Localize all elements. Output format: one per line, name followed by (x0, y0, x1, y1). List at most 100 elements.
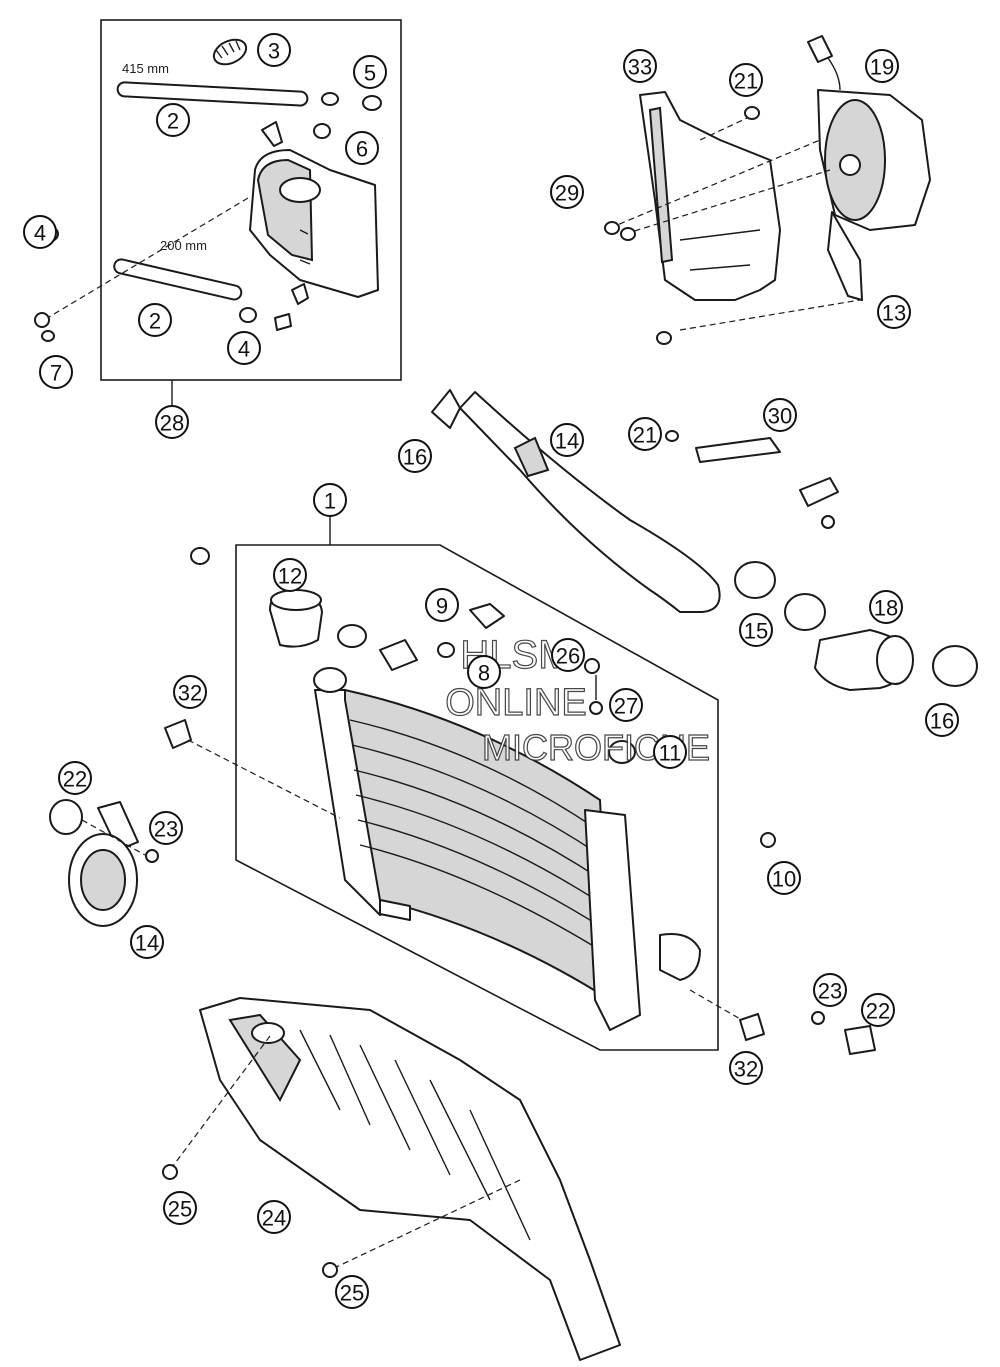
mount-32-left (164, 719, 192, 749)
callout-4: 4 (23, 215, 57, 249)
callout-circle (155, 405, 189, 439)
callout-number: 22 (866, 999, 890, 1024)
callout-9: 9 (425, 588, 459, 622)
callout-number: 32 (178, 681, 202, 706)
callout-number: 21 (734, 69, 758, 94)
callout-4: 4 (227, 331, 261, 365)
radiator (313, 639, 701, 1031)
hose-elbow-18 (814, 629, 914, 691)
callout-circle (763, 398, 797, 432)
radiator-cap-12 (269, 589, 323, 648)
callout-circle (813, 973, 847, 1007)
callout-24: 24 (257, 1200, 291, 1234)
callout-number: 2 (167, 109, 179, 134)
tank-bolt-leader (43, 197, 249, 321)
callout-8: 8 (467, 655, 501, 689)
callout-circle (227, 331, 261, 365)
callout-number: 19 (870, 55, 894, 80)
callout-number: 32 (734, 1057, 758, 1082)
callout-32: 32 (173, 675, 207, 709)
guard-leader-2 (329, 1179, 521, 1271)
callout-number: 26 (556, 644, 580, 669)
callout-circle (345, 131, 379, 165)
guard-leader-1 (169, 1035, 271, 1171)
callout-circle (623, 49, 657, 83)
dimension-200: 200 mm (160, 238, 207, 253)
callout-number: 12 (278, 564, 302, 589)
callout-number: 4 (34, 221, 46, 246)
callout-32: 32 (729, 1051, 763, 1085)
callout-12: 12 (273, 558, 307, 592)
callout-15: 15 (739, 613, 773, 647)
callout-circle (39, 355, 73, 389)
radiator-fittings (190, 547, 636, 764)
radiator-frame (235, 544, 719, 1051)
callout-circle (313, 483, 347, 517)
callout-number: 15 (744, 619, 768, 644)
callout-circle (467, 655, 501, 689)
callout-number: 3 (268, 39, 280, 64)
horn-assembly (49, 799, 159, 927)
mount-32-right (739, 1013, 765, 1041)
callout-number: 23 (818, 979, 842, 1004)
callout-2: 2 (138, 303, 172, 337)
callout-number: 2 (149, 309, 161, 334)
fan-leader-2 (609, 139, 821, 229)
callout-30: 30 (763, 398, 797, 432)
nut-23-right (811, 1011, 825, 1025)
callout-circle (729, 63, 763, 97)
callout-number: 6 (356, 137, 368, 162)
fan-screws (604, 106, 760, 345)
callout-circle (425, 588, 459, 622)
callout-circle (273, 558, 307, 592)
callout-number: 14 (555, 429, 579, 454)
callout-circle (653, 735, 687, 769)
mount-32-right-leader (689, 989, 743, 1021)
expansion-tank-frame (100, 19, 402, 381)
callout-circle (925, 703, 959, 737)
hose-200mm: 200 mm (113, 238, 243, 301)
callout-circle (58, 761, 92, 795)
callout-circle (550, 175, 584, 209)
callout-3: 3 (257, 33, 291, 67)
callout-circle (739, 613, 773, 647)
callout-18: 18 (869, 590, 903, 624)
callout-number: 33 (628, 55, 652, 80)
callout-circle (628, 417, 662, 451)
fan-leader-4 (679, 299, 861, 331)
callout-16: 16 (398, 439, 432, 473)
callout-25: 25 (163, 1191, 197, 1225)
callout-number: 13 (882, 301, 906, 326)
radiator-guard (199, 997, 621, 1361)
clamp-15 (734, 561, 826, 631)
callout-29: 29 (550, 175, 584, 209)
callout-number: 18 (874, 596, 898, 621)
hose-415mm: 415 mm (116, 61, 309, 107)
callout-circle (609, 688, 643, 722)
callout-13: 13 (877, 295, 911, 329)
callout-26: 26 (551, 638, 585, 672)
callout-circle (551, 638, 585, 672)
callout-number: 16 (930, 709, 954, 734)
callout-number: 10 (772, 867, 796, 892)
watermark-line2: ONLINE (445, 682, 586, 724)
callout-circle (257, 33, 291, 67)
callout-circle (861, 993, 895, 1027)
callout-circle (138, 303, 172, 337)
callout-number: 24 (262, 1206, 286, 1231)
callout-number: 7 (50, 361, 62, 386)
callout-number: 16 (403, 445, 427, 470)
callout-21: 21 (729, 63, 763, 97)
callout-23: 23 (149, 811, 183, 845)
callout-19: 19 (865, 49, 899, 83)
fan-leader-3 (624, 169, 831, 235)
clamp-16 (932, 645, 978, 687)
callout-number: 1 (324, 489, 336, 514)
callout-1: 1 (313, 483, 347, 517)
mount-32-left-leader (187, 739, 341, 819)
callout-number: 11 (659, 741, 682, 766)
clamp-small (313, 92, 382, 139)
callout-21: 21 (628, 417, 662, 451)
callout-circle (729, 1051, 763, 1085)
